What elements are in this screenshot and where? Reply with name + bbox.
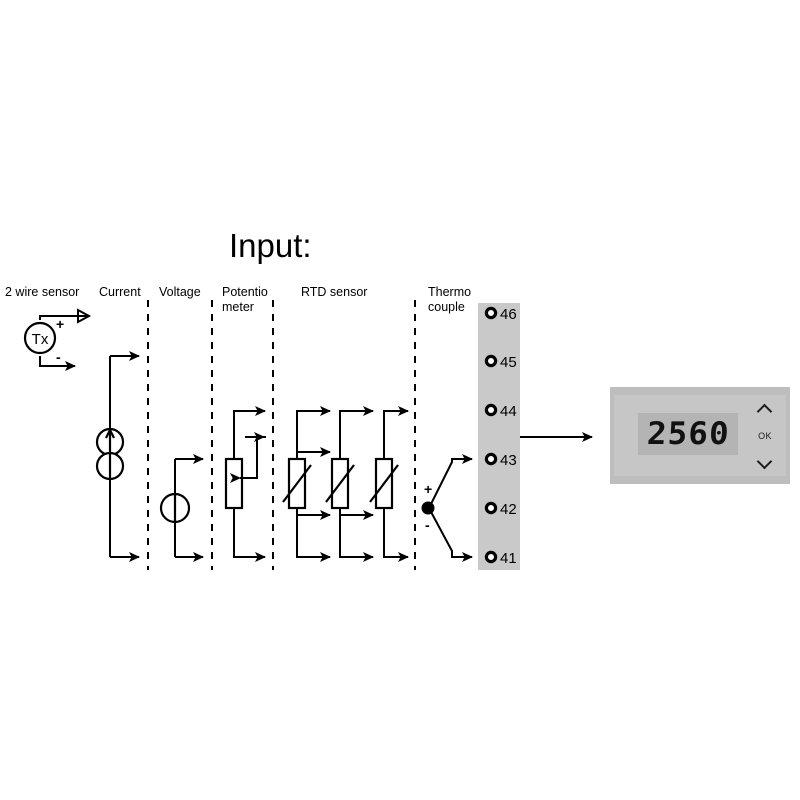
terminal-row-42[interactable]: 42 xyxy=(484,501,517,518)
terminal-label: 43 xyxy=(500,452,517,469)
terminal-label: 46 xyxy=(500,306,517,323)
terminal-row-43[interactable]: 43 xyxy=(484,452,517,469)
rtd-three-wire-symbol xyxy=(325,406,374,562)
column-label-voltage: Voltage xyxy=(159,285,201,299)
terminal-row-45[interactable]: 45 xyxy=(484,354,517,371)
terminal-label: 45 xyxy=(500,354,517,371)
column-label-potentiometer-line1: Potentio xyxy=(222,285,268,299)
display-unit: 2560 OK xyxy=(610,387,790,484)
column-label-current: Current xyxy=(99,285,141,299)
terminal-strip: 46 45 44 43 42 41 xyxy=(478,303,520,570)
column-label-two-wire-sensor: 2 wire sensor xyxy=(5,285,79,299)
thermocouple-symbol: + - xyxy=(421,454,473,562)
transmitter-plus-sign: + xyxy=(56,316,64,332)
display-bezel: 2560 OK xyxy=(614,395,786,476)
column-label-thermocouple-line1: Thermo xyxy=(428,285,471,299)
keypad: OK xyxy=(748,405,782,467)
terminal-label: 41 xyxy=(500,550,517,567)
column-label-rtd-sensor: RTD sensor xyxy=(301,285,367,299)
terminal-row-41[interactable]: 41 xyxy=(484,550,517,567)
transmitter-label: Tx xyxy=(32,331,49,348)
current-source-symbol xyxy=(95,351,140,562)
ok-button[interactable]: OK xyxy=(758,431,772,441)
chevron-up-icon[interactable] xyxy=(757,405,773,415)
potentiometer-symbol xyxy=(224,406,266,562)
terminal-row-46[interactable]: 46 xyxy=(484,306,517,323)
page-title: Input: xyxy=(229,227,312,264)
lcd-panel: 2560 xyxy=(638,413,738,455)
rtd-two-wire-symbol xyxy=(369,406,409,562)
terminal-row-44[interactable]: 44 xyxy=(484,403,517,420)
voltage-source-symbol xyxy=(159,454,204,562)
rtd-four-wire-symbol xyxy=(282,406,331,562)
terminal-label: 44 xyxy=(500,403,517,420)
transmitter-minus-sign: - xyxy=(56,349,61,365)
column-label-thermocouple-line2: couple xyxy=(428,300,465,314)
column-label-potentiometer-line2: meter xyxy=(222,300,254,314)
lcd-value: 2560 xyxy=(645,415,731,452)
thermocouple-minus-sign: - xyxy=(425,517,430,533)
two-wire-sensor-symbol: Tx + - xyxy=(23,308,92,371)
terminal-label: 42 xyxy=(500,501,517,518)
thermocouple-plus-sign: + xyxy=(424,481,432,497)
chevron-down-icon[interactable] xyxy=(757,457,773,467)
